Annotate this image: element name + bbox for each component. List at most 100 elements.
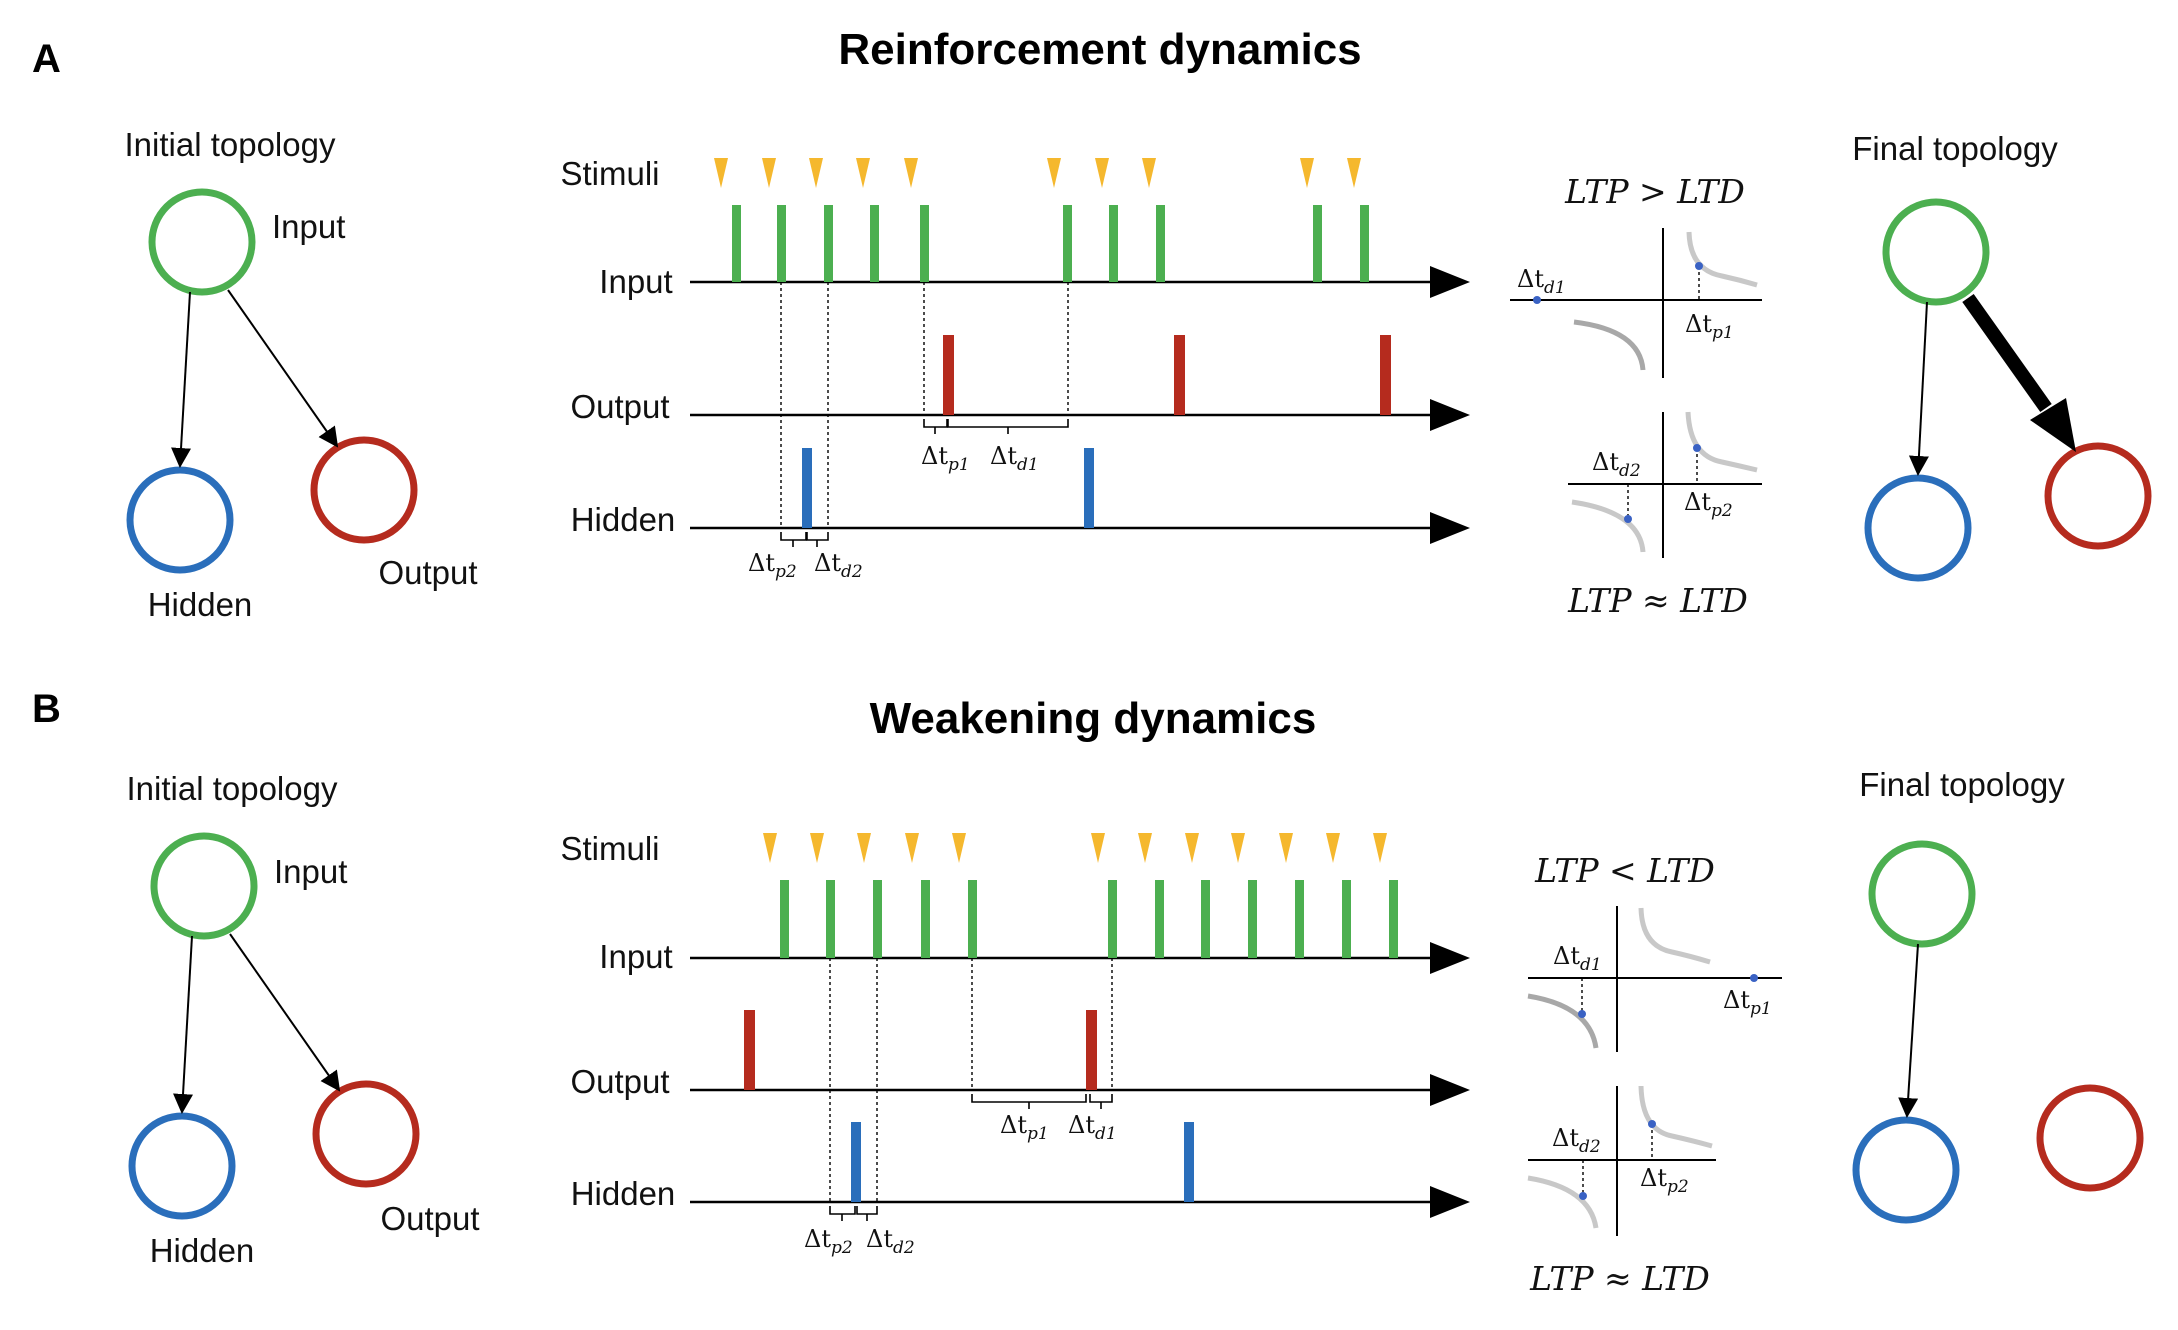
stdp-point (1579, 1192, 1587, 1200)
dt-d2-label: Δtd2 (814, 549, 863, 582)
panel-title: Reinforcement dynamics (838, 25, 1361, 74)
output-node (312, 1080, 420, 1188)
input-node (1868, 840, 1976, 948)
hidden-axis-arrow (1430, 1186, 1470, 1218)
stimulus-marker (1300, 158, 1314, 188)
stimulus-marker (714, 158, 728, 188)
panel-b: B Weakening dynamics Initial topology In… (32, 687, 2144, 1298)
stdp-dt-d1: Δtd1 (1553, 942, 1602, 975)
final-topology-label: Final topology (1859, 766, 2065, 803)
dt-d2-label: Δtd2 (866, 1225, 915, 1258)
row-label-output: Output (570, 388, 669, 425)
stdp-dt-p2: Δtp2 (1640, 1164, 1689, 1197)
ltp-curve (1685, 411, 1758, 473)
output-axis-arrow (1430, 1074, 1470, 1106)
hidden-node-label: Hidden (148, 586, 253, 623)
edge-input-output-arrowhead (2030, 398, 2076, 452)
input-spike (1155, 880, 1164, 958)
hidden-node-label: Hidden (150, 1232, 255, 1269)
edge-input-hidden (171, 291, 192, 468)
stdp-plots: LTP > LTD Δtd1 Δtp1 (1510, 172, 1762, 620)
stdp-point (1533, 296, 1541, 304)
stdp-dt-p1: Δtp1 (1723, 986, 1772, 1019)
stimulus-marker (762, 158, 776, 188)
output-spike (744, 1010, 755, 1090)
ltd-curve (1573, 319, 1646, 371)
brace-dtd1 (947, 419, 1069, 434)
input-node (1882, 198, 1990, 306)
ltp-curve (1686, 231, 1758, 288)
input-spike (732, 205, 741, 282)
input-node (150, 832, 258, 940)
dt-p1-label: Δtp1 (921, 442, 970, 475)
stdp-point (1750, 974, 1758, 982)
hidden-spike (851, 1122, 861, 1202)
hidden-node (1864, 474, 1972, 582)
edge-input-output (227, 289, 339, 448)
output-spike (1380, 335, 1391, 415)
input-spike (1108, 880, 1117, 958)
final-topology: Final topology (1852, 130, 2152, 582)
ineq-top: LTP > LTD (1564, 172, 1745, 211)
stdp-plot-1: Δtd1 Δtp1 (1527, 906, 1782, 1052)
spike-raster: Stimuli Input Output Hidden (560, 830, 1470, 1258)
ltd-curve (1527, 993, 1599, 1049)
ltd-curve (1571, 499, 1646, 553)
stdp-point (1693, 444, 1701, 452)
edge-input-hidden (173, 935, 194, 1114)
output-spike (1086, 1010, 1097, 1090)
input-spike (1342, 880, 1351, 958)
input-spike (777, 205, 786, 282)
stimulus-marker (1047, 158, 1061, 188)
stimulus-marker (1231, 833, 1245, 863)
output-node (310, 436, 418, 544)
input-spike (1201, 880, 1210, 958)
edge-input-hidden (1908, 301, 1929, 476)
hidden-spike (1084, 448, 1094, 528)
brace-dtd2 (856, 1206, 878, 1221)
stdp-plot-2: Δtd2 Δtp2 (1568, 411, 1762, 558)
input-node-label: Input (272, 208, 345, 245)
stdp-dt-p2: Δtp2 (1684, 488, 1733, 521)
output-spike (943, 335, 954, 415)
input-node (148, 188, 256, 296)
input-spike (870, 205, 879, 282)
brace-dtp1 (971, 1094, 1087, 1109)
stdp-dt-p1: Δtp1 (1685, 310, 1734, 343)
stdp-plot-2: Δtd2 Δtp2 (1527, 1085, 1716, 1236)
row-label-input: Input (599, 263, 672, 300)
stimulus-marker (1138, 833, 1152, 863)
spike-raster: Stimuli Input Output Hidden (560, 155, 1470, 582)
output-spike (1174, 335, 1185, 415)
ltp-curve (1638, 907, 1711, 965)
input-spike (1360, 205, 1369, 282)
brace-dtd1 (1089, 1094, 1113, 1109)
panel-a: A Reinforcement dynamics Initial topolog… (32, 25, 2152, 623)
ltd-curve (1527, 1175, 1599, 1229)
output-node-label: Output (380, 1200, 479, 1237)
input-spike (873, 880, 882, 958)
input-axis-arrow (1430, 266, 1470, 298)
stimulus-marker (1347, 158, 1361, 188)
row-label-input: Input (599, 938, 672, 975)
hidden-axis-arrow (1430, 512, 1470, 544)
stimulus-marker (857, 833, 871, 863)
input-spike (1248, 880, 1257, 958)
stimulus-marker (763, 833, 777, 863)
initial-topology: Initial topology Input Hidden Output (127, 770, 480, 1269)
dt-d1-label: Δtd1 (1068, 1111, 1117, 1144)
panel-letter: B (32, 687, 61, 731)
stimulus-marker (856, 158, 870, 188)
brace-dtd2 (806, 532, 829, 547)
stimulus-marker (1091, 833, 1105, 863)
input-spike (1156, 205, 1165, 282)
stimulus-marker (1142, 158, 1156, 188)
input-spike (921, 880, 930, 958)
input-spike (1109, 205, 1118, 282)
hidden-node (1852, 1116, 1960, 1224)
stdp-point (1624, 515, 1632, 523)
ineq-top: LTP < LTD (1534, 851, 1715, 890)
final-topology: Final topology (1852, 766, 2144, 1224)
dt-p2-label: Δtp2 (748, 549, 797, 582)
